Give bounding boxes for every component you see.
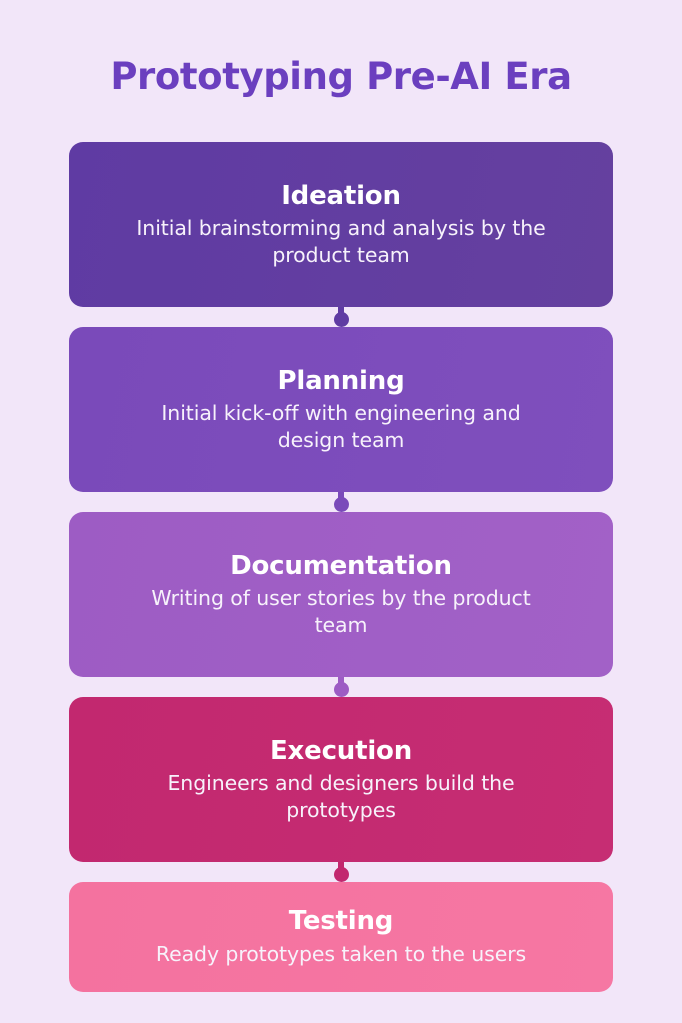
flow-step-description: Initial brainstorming and analysis by th… xyxy=(136,216,546,267)
connector-dot xyxy=(333,867,349,882)
connector-stem xyxy=(338,492,344,499)
connector-stem xyxy=(338,677,344,684)
flow-step-description: Engineers and designers build the protot… xyxy=(167,771,515,822)
flow-connector-arrow-icon xyxy=(333,492,349,512)
flow-connector-arrow-icon xyxy=(333,862,349,882)
page-title: Prototyping Pre-AI Era xyxy=(110,55,572,98)
flow-connector-slot xyxy=(69,862,613,882)
flow-connector-arrow-icon xyxy=(333,677,349,697)
flow-connector-slot xyxy=(69,492,613,512)
connector-stem xyxy=(338,862,344,869)
flow-connector-arrow-icon xyxy=(333,307,349,327)
connector-stem xyxy=(338,307,344,314)
connector-dot xyxy=(333,312,349,327)
flow-step-title: Ideation xyxy=(281,180,401,211)
flow-connector-slot xyxy=(69,677,613,697)
flow-step-title: Planning xyxy=(277,365,405,396)
flow-connector-slot xyxy=(69,307,613,327)
flow-step-description: Writing of user stories by the product t… xyxy=(151,586,531,637)
flow-step-description: Initial kick-off with engineering and de… xyxy=(161,401,521,452)
flow-step-title: Testing xyxy=(288,906,394,937)
connector-dot xyxy=(333,682,349,697)
flow-step-title: Documentation xyxy=(230,550,452,581)
flow-step-title: Execution xyxy=(270,735,412,766)
flow-step-description: Ready prototypes taken to the users xyxy=(155,942,527,967)
connector-dot xyxy=(333,497,349,512)
